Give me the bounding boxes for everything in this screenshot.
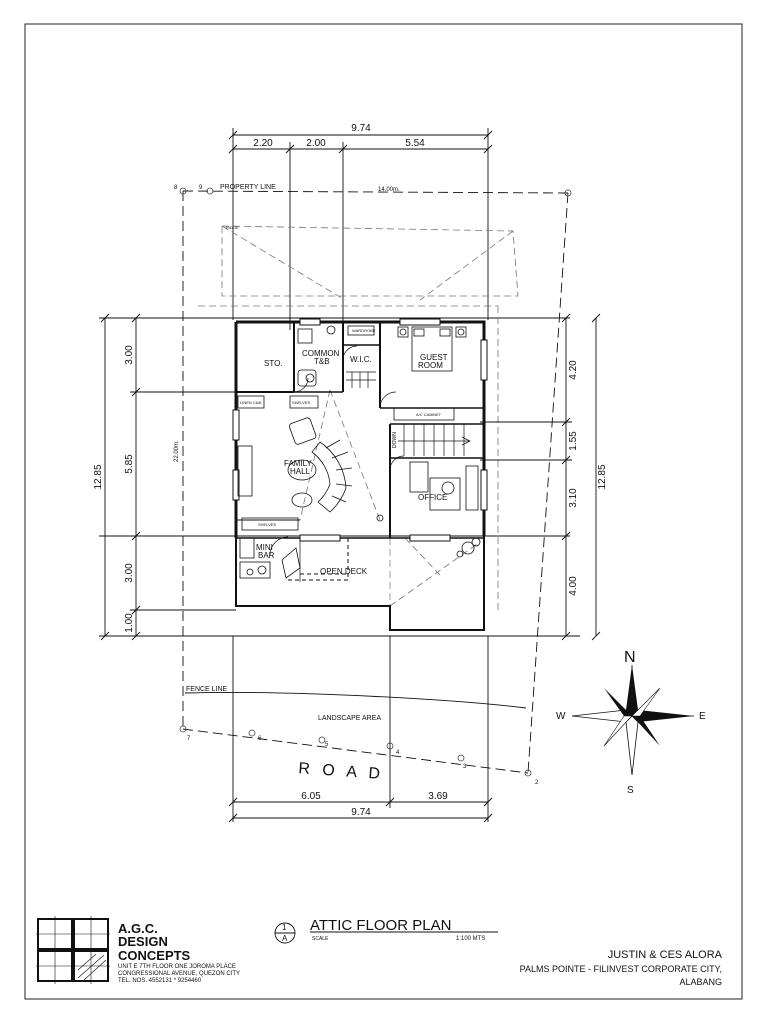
property-line bbox=[182, 190, 569, 774]
shelves-label-1: SHELVES bbox=[292, 400, 310, 405]
sheet-number: 1 bbox=[282, 923, 287, 932]
room-bar-label: BAR bbox=[258, 551, 275, 560]
dim-left-d: 1.00 bbox=[124, 613, 135, 633]
property-line-label: PROPERTY LINE bbox=[220, 184, 276, 191]
property-length-label: 14.00m. bbox=[378, 187, 400, 193]
roof-lines bbox=[198, 225, 519, 610]
sheet-reference-icon bbox=[274, 922, 498, 944]
room-office-label: OFFICE bbox=[418, 493, 447, 502]
point-7: 7 bbox=[187, 736, 191, 742]
company-logo bbox=[36, 916, 110, 984]
room-open-deck-label: OPEN DECK bbox=[320, 567, 368, 576]
client-name: JUSTIN & CES ALORA bbox=[608, 949, 723, 961]
landscape-area-label: LANDSCAPE AREA bbox=[318, 715, 381, 722]
dim-right-d: 4.00 bbox=[568, 576, 579, 596]
room-family-label: FAMILY bbox=[284, 459, 313, 468]
point-3: 3 bbox=[463, 764, 467, 770]
room-common-label: COMMON bbox=[302, 349, 340, 358]
compass-rose-icon bbox=[571, 665, 694, 776]
dim-top-c: 5.54 bbox=[405, 138, 425, 149]
dim-left-total: 12.85 bbox=[93, 464, 104, 489]
drawing-title: ATTIC FLOOR PLAN bbox=[310, 917, 451, 934]
compass-n: N bbox=[624, 649, 636, 666]
compass-s: S bbox=[627, 785, 634, 796]
bottom-dimensions bbox=[228, 636, 493, 823]
ac-cabinet-label: A/C CABINET bbox=[416, 412, 442, 417]
point-9: 9 bbox=[199, 185, 203, 191]
door-swings bbox=[269, 345, 405, 582]
company-tel: TEL. NOS. 4552131 * 9254460 bbox=[118, 978, 202, 984]
road-label: R O A D bbox=[298, 760, 385, 783]
left-dimensions bbox=[99, 313, 580, 641]
scale-value: 1:100 MTS bbox=[456, 936, 485, 942]
fence-line bbox=[184, 692, 527, 709]
property-side-label: 22.00m. bbox=[174, 440, 180, 462]
point-2: 2 bbox=[535, 780, 539, 786]
dim-left-b: 5.85 bbox=[124, 454, 135, 474]
point-6: 6 bbox=[258, 736, 262, 742]
dim-left-c: 3.00 bbox=[124, 563, 135, 583]
dim-right-a: 4.20 bbox=[568, 360, 579, 380]
dim-bottom-a: 6.05 bbox=[301, 791, 321, 802]
right-dimensions bbox=[480, 313, 601, 641]
linen-cab-label: LINEN CAB. bbox=[240, 400, 262, 405]
company-address-2: CONGRESSIONAL AVENUE, QUEZON CITY bbox=[118, 971, 240, 977]
sheet-ref: A bbox=[282, 934, 288, 943]
company-name-2: DESIGN bbox=[118, 934, 168, 949]
dim-bottom-b: 3.69 bbox=[428, 791, 448, 802]
dim-right-c: 3.10 bbox=[568, 488, 579, 508]
dim-left-a: 3.00 bbox=[124, 345, 135, 365]
project-location-2: ALABANG bbox=[679, 977, 722, 987]
room-mini-label: MINI bbox=[256, 543, 273, 552]
room-guest-label: GUEST bbox=[420, 353, 448, 362]
roof-ridge-label: RIDGE bbox=[226, 225, 239, 230]
stair-down-label: DOWN bbox=[392, 432, 398, 448]
room-sto-label: STO. bbox=[264, 359, 283, 368]
point-4: 4 bbox=[396, 750, 400, 756]
dim-right-b: 1.55 bbox=[568, 431, 579, 451]
windows bbox=[232, 318, 488, 542]
company-address-1: UNIT E 7TH FLOOR ONE JOROMA PLACE bbox=[118, 964, 236, 970]
point-8: 8 bbox=[174, 185, 178, 191]
compass-w: W bbox=[556, 711, 566, 722]
project-location-1: PALMS POINTE - FILINVEST CORPORATE CITY, bbox=[520, 964, 722, 974]
company-name-1: A.G.C. bbox=[118, 921, 158, 936]
fence-line-label: FENCE LINE bbox=[186, 686, 228, 693]
room-wic-label: W.I.C. bbox=[350, 355, 372, 364]
room-hall-label: HALL bbox=[290, 467, 311, 476]
stairs bbox=[346, 371, 471, 456]
building-walls bbox=[234, 320, 486, 631]
top-dimensions bbox=[228, 128, 493, 330]
room-tb-label: T&B bbox=[314, 357, 330, 366]
dim-top-total: 9.74 bbox=[351, 123, 371, 134]
dim-bottom-total: 9.74 bbox=[351, 807, 371, 818]
dim-right-total: 12.85 bbox=[597, 464, 608, 489]
furniture bbox=[237, 325, 481, 579]
compass-e: E bbox=[699, 711, 706, 722]
company-name-3: CONCEPTS bbox=[118, 948, 191, 963]
dim-top-a: 2.20 bbox=[253, 138, 273, 149]
point-5: 5 bbox=[325, 742, 329, 748]
shelves-label-2: SHELVES bbox=[258, 522, 276, 527]
scale-label: SCALE bbox=[312, 936, 329, 942]
sheet-border bbox=[24, 23, 743, 1000]
room-guest-room-label: ROOM bbox=[418, 361, 443, 370]
wardrobe-label: WARDROBE bbox=[352, 328, 376, 333]
open-deck-rail bbox=[288, 538, 349, 581]
dim-top-b: 2.00 bbox=[306, 138, 326, 149]
